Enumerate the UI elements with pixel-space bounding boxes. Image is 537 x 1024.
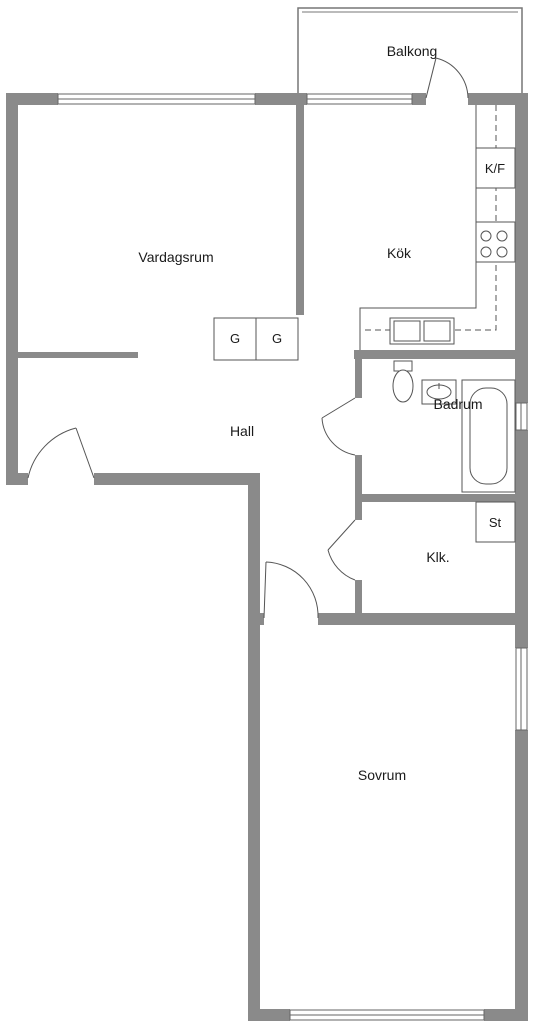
bathroom-fixtures: [392, 360, 516, 493]
burner-icon: [496, 246, 508, 258]
doors: [27, 57, 469, 619]
room-label-closet: Klk.: [426, 549, 449, 565]
balcony-outline: [297, 7, 523, 94]
wall-top-kitchen: [412, 93, 426, 105]
wall-right-mid: [515, 430, 528, 648]
wardrobe-2: [255, 317, 299, 361]
wall-left: [6, 93, 18, 483]
room-label-bathroom: Badrum: [433, 396, 482, 412]
walls: [6, 93, 528, 1021]
wall-bedroom-left: [248, 473, 260, 1021]
fridge-freezer: [475, 147, 516, 189]
room-label-balcony: Balkong: [387, 43, 438, 59]
door-bathroom: [321, 397, 356, 456]
wall-bath-hall-lower: [355, 455, 362, 520]
wall-bedroom-bottom-right: [484, 1009, 528, 1021]
wall-right-upper: [515, 93, 528, 403]
wardrobes: [213, 317, 299, 361]
wall-top-left: [6, 93, 58, 105]
room-label-kitchen: Kök: [387, 245, 412, 261]
stove: [475, 221, 516, 263]
door-entrance: [27, 427, 95, 479]
toilet-icon: [392, 360, 414, 403]
door-bedroom: [263, 561, 319, 619]
bathtub-icon: [461, 379, 516, 493]
fixture-label-fridge-freezer: K/F: [485, 161, 505, 176]
burner-icon: [480, 230, 492, 242]
fixture-label-cabinet: St: [489, 515, 502, 530]
wall-bath-closet: [355, 494, 528, 502]
room-label-living-room: Vardagsrum: [138, 249, 213, 265]
windows: [57, 93, 528, 1021]
kitchen-counter: [359, 105, 516, 350]
wall-bedroom-top: [318, 613, 528, 625]
closet-cabinet: [475, 501, 516, 543]
wall-bottom-left: [6, 473, 28, 485]
wall-bedroom-top-stub: [258, 613, 264, 625]
fixture-label-wardrobe-1: G: [230, 331, 240, 346]
wall-living-hall: [18, 352, 138, 358]
washbasin-icon: [421, 379, 457, 405]
wall-bottom-entry: [94, 473, 260, 485]
wall-kitchen-bath: [354, 350, 528, 359]
burner-icon: [496, 230, 508, 242]
wall-bath-hall-upper: [355, 350, 362, 398]
room-label-bedroom: Sovrum: [358, 767, 406, 783]
wall-closet-hall: [355, 580, 362, 625]
wall-bedroom-bottom-left: [248, 1009, 290, 1021]
burner-icon: [480, 246, 492, 258]
door-balcony: [425, 57, 469, 99]
wall-right-lower: [515, 730, 528, 1020]
wall-living-kitchen: [296, 93, 304, 315]
fixture-label-wardrobe-2: G: [272, 331, 282, 346]
kitchen-sink: [389, 317, 455, 345]
room-label-hall: Hall: [230, 423, 254, 439]
wall-top-mid: [255, 93, 307, 105]
door-closet: [327, 519, 356, 581]
wall-top-right: [468, 93, 528, 105]
